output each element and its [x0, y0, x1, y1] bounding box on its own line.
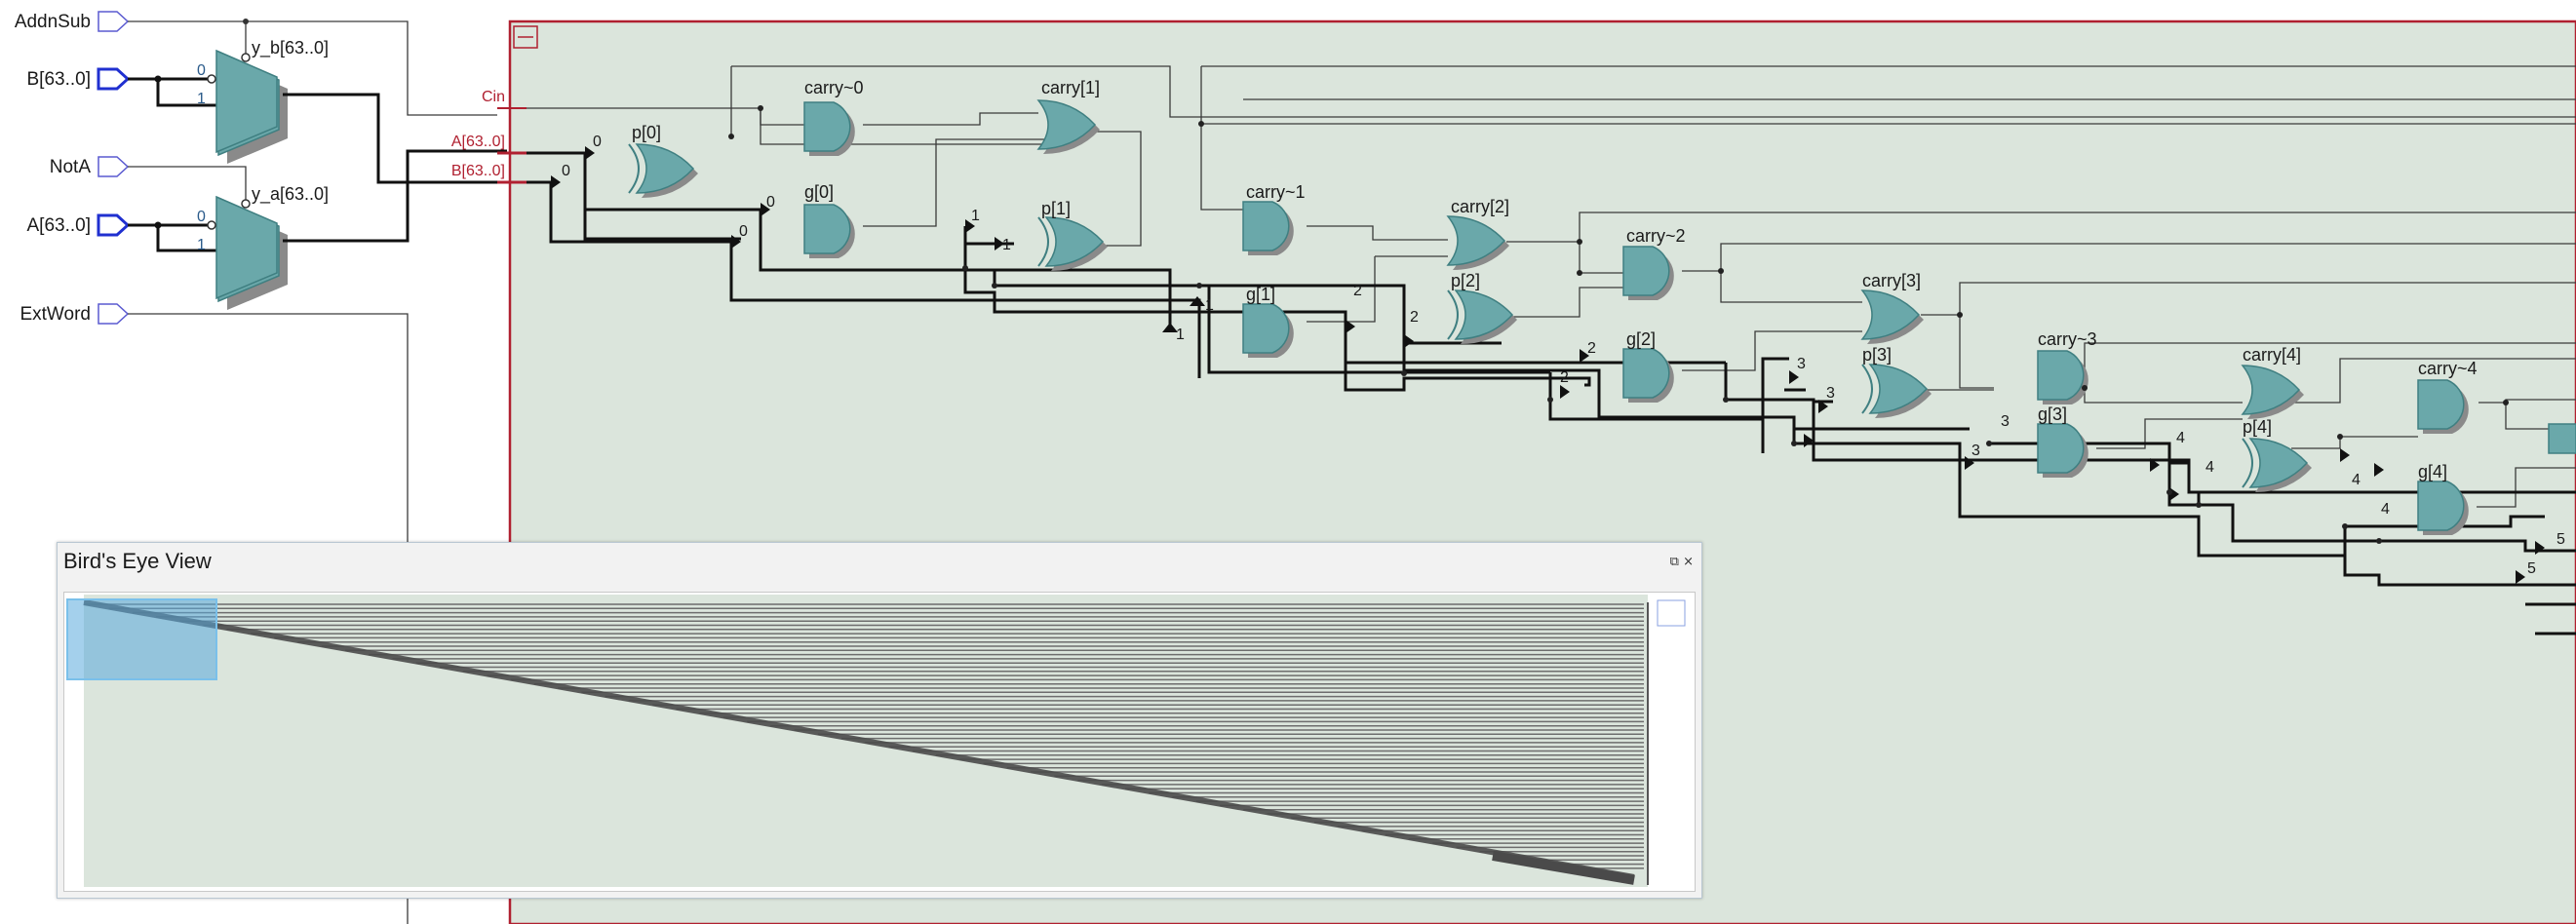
bit-label: 3	[1826, 385, 1835, 402]
gate-p-0[interactable]: p[0]	[628, 123, 699, 199]
bit-label: 2	[1587, 340, 1596, 357]
mux-a-sel0: 0	[197, 209, 206, 225]
gate-g-1[interactable]: g[1]	[1242, 285, 1295, 359]
gate-carry-1-and[interactable]: carry~1	[1242, 182, 1306, 256]
bit-label: 2	[1560, 369, 1569, 386]
bit-label: 4	[2381, 501, 2390, 518]
gate-label: carry[2]	[1451, 197, 1509, 216]
close-icon[interactable]: ×	[1683, 555, 1694, 569]
gate-label: g[1]	[1246, 285, 1275, 304]
gate-carry-2[interactable]: carry[2]	[1447, 197, 1510, 271]
bit-label-group: 0 0 0 0 1 1 1 1 2 2 2 2 3 3 3 3 4 4 4 4 …	[562, 134, 2565, 577]
pin-label-nota: NotA	[50, 157, 92, 177]
bit-label: 3	[2001, 413, 2010, 430]
bit-label: 1	[1205, 297, 1214, 314]
pin-label-a: A[63..0]	[27, 215, 92, 236]
mux-a-sel1: 1	[197, 237, 206, 253]
gate-carry-1[interactable]: carry[1]	[1037, 78, 1101, 155]
birds-eye-view-title: Bird's Eye View	[63, 549, 212, 573]
mux-y-b[interactable]: 0 1 y_b[63..0]	[197, 38, 329, 164]
gate-label: carry~4	[2418, 359, 2478, 378]
gate-carry-0[interactable]: carry~0	[803, 78, 864, 157]
gate-g-0[interactable]: g[0]	[803, 182, 856, 259]
mux-b-sel1: 1	[197, 91, 206, 107]
bit-label: 0	[766, 194, 775, 211]
gate-p-4[interactable]: p[4]	[2242, 417, 2313, 493]
bit-label: 0	[562, 163, 570, 179]
port-cin[interactable]: Cin	[482, 89, 527, 109]
bit-label: 0	[593, 134, 602, 150]
gate-label: g[3]	[2038, 404, 2067, 424]
bit-label: 3	[1971, 443, 1980, 459]
bus-taps	[551, 146, 2545, 584]
gate-g-3[interactable]: g[3]	[2037, 404, 2089, 479]
gate-label: carry~3	[2038, 329, 2097, 349]
mux-b-sel0: 0	[197, 62, 206, 79]
port-label-a: A[63..0]	[451, 134, 505, 150]
gate-carry-3-and[interactable]: carry~3	[2037, 329, 2097, 405]
gate-carry-3[interactable]: carry[3]	[1861, 271, 1925, 345]
gate-p-3[interactable]: p[3]	[1861, 345, 1932, 419]
pin-label-addnsub: AddnSub	[15, 12, 91, 32]
gate-label: carry~1	[1246, 182, 1306, 202]
port-label-cin: Cin	[482, 89, 505, 105]
bit-label: 2	[1410, 309, 1419, 326]
gate-carry-4[interactable]: carry[4]	[2242, 345, 2305, 420]
gate-label: carry[3]	[1862, 271, 1921, 290]
gate-label: p[0]	[632, 123, 661, 142]
birds-eye-view-panel[interactable]: Bird's Eye View ⧉ ×	[57, 542, 1702, 899]
birds-eye-overview[interactable]	[63, 592, 1696, 892]
junction-dots	[728, 105, 2509, 544]
pin-label-b: B[63..0]	[27, 69, 92, 90]
gate-g-4[interactable]: g[4]	[2417, 462, 2470, 536]
gate-label: carry~0	[804, 78, 864, 97]
pin-label-extword: ExtWord	[20, 304, 91, 325]
port-label-b: B[63..0]	[451, 163, 505, 179]
input-pin-a[interactable]: A[63..0]	[27, 213, 131, 237]
gate-label: p[3]	[1862, 345, 1892, 365]
gate-p-2[interactable]: p[2]	[1447, 271, 1518, 345]
gate-label: g[4]	[2418, 462, 2447, 481]
bit-label: 0	[739, 223, 748, 240]
input-pin-extword[interactable]: ExtWord	[20, 303, 130, 325]
gate-partial-right[interactable]	[2548, 423, 2576, 454]
mux-label-y-a: y_a[63..0]	[252, 184, 329, 205]
bit-label: 4	[2205, 459, 2214, 476]
port-b[interactable]: B[63..0]	[451, 163, 527, 184]
bit-label: 1	[971, 208, 980, 224]
bit-label: 1	[1176, 327, 1185, 343]
gate-label: carry[1]	[1041, 78, 1100, 97]
input-pin-nota[interactable]: NotA	[50, 156, 130, 177]
gate-label: p[4]	[2243, 417, 2272, 437]
gate-label: g[0]	[804, 182, 834, 202]
overview-minimap	[64, 593, 1695, 891]
bit-label: 4	[2176, 430, 2185, 446]
restore-icon[interactable]: ⧉	[1669, 555, 1679, 569]
gate-carry-4-and[interactable]: carry~4	[2417, 359, 2478, 435]
gate-label: carry[4]	[2243, 345, 2301, 365]
port-a[interactable]: A[63..0]	[451, 134, 527, 155]
bit-label: 1	[1002, 237, 1011, 253]
bit-label: 4	[2352, 472, 2361, 488]
bit-label: 5	[2556, 531, 2565, 548]
bit-label: 5	[2527, 560, 2536, 577]
gate-p-1[interactable]: p[1]	[1037, 199, 1109, 272]
gate-g-2[interactable]: g[2]	[1622, 329, 1675, 404]
gate-label: p[1]	[1041, 199, 1071, 218]
gate-label: carry~2	[1626, 226, 1686, 246]
mux-label-y-b: y_b[63..0]	[252, 38, 329, 58]
bit-label: 2	[1353, 283, 1362, 299]
input-pin-b[interactable]: B[63..0]	[27, 67, 131, 91]
bit-label: 3	[1797, 356, 1806, 372]
gate-label: p[2]	[1451, 271, 1480, 290]
gate-carry-2-and[interactable]: carry~2	[1622, 226, 1686, 301]
panel-controls: ⧉ ×	[1670, 555, 1694, 569]
mux-y-a[interactable]: 0 1 y_a[63..0]	[197, 184, 329, 310]
viewport-indicator[interactable]	[66, 598, 217, 680]
gate-label: g[2]	[1626, 329, 1656, 349]
input-pin-addnsub[interactable]: AddnSub	[15, 11, 130, 32]
